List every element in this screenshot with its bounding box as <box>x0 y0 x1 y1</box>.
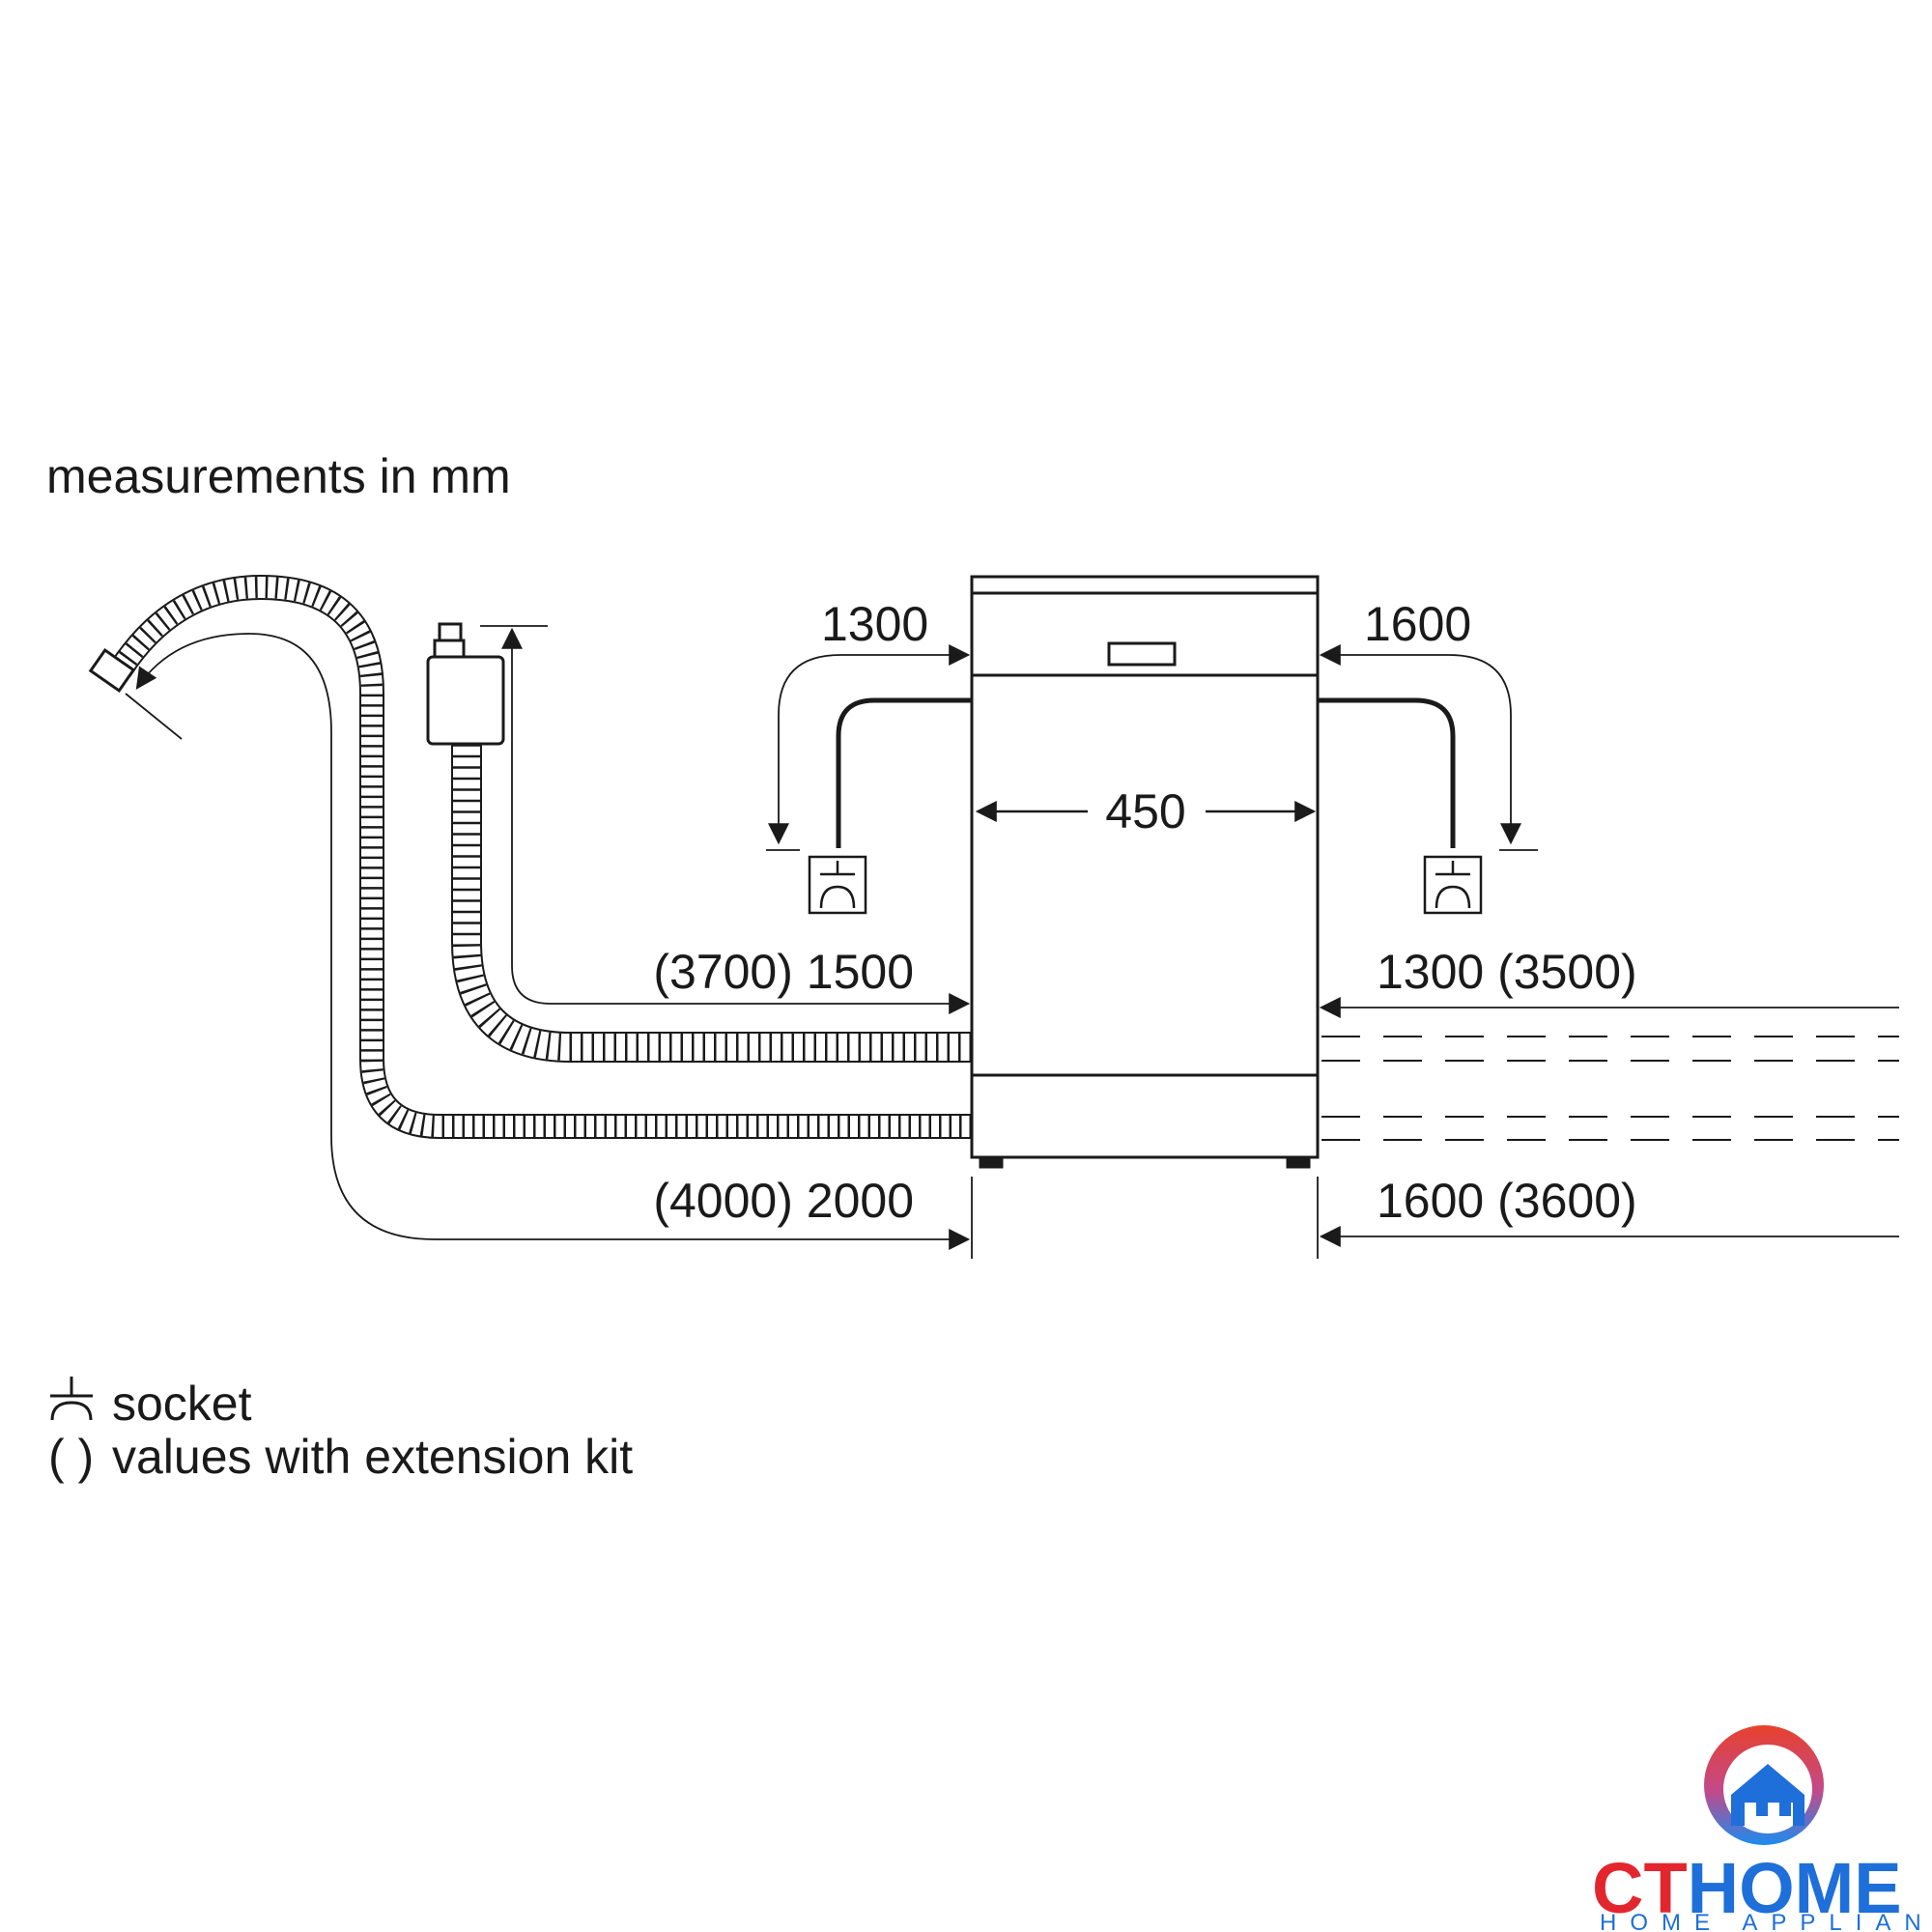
inlet-hose-right-value: 1300 (3500) <box>1377 945 1637 999</box>
legend-socket-icon <box>50 1377 93 1421</box>
legend-parentheses-label: values with extension kit <box>112 1430 633 1484</box>
drain-hose-right-dimension <box>1317 1177 1899 1259</box>
logo-tagline: HOME APPLIANCES <box>1600 1910 1932 1932</box>
right-hose-routes <box>1321 1036 1899 1141</box>
drain-hose-left-dimension <box>125 633 973 1259</box>
power-cord-left-dimension <box>766 644 971 851</box>
water-valve-icon <box>426 622 505 746</box>
drain-hose-left-value: (4000) 2000 <box>653 1174 914 1228</box>
power-cord-right-dimension <box>1319 644 1538 851</box>
inlet-hose <box>451 742 972 1063</box>
dishwasher-front-view <box>970 575 1320 1169</box>
inlet-hose-left-value: (3700) 1500 <box>653 945 914 999</box>
logo-wordmark: CTHOME <box>1592 1848 1902 1928</box>
cthome-logo: CTHOME HOME APPLIANCES <box>1592 1725 1932 1932</box>
power-cord-left-value: 1300 <box>821 597 928 651</box>
units-note: measurements in mm <box>46 449 511 503</box>
power-cord-left <box>836 697 972 848</box>
right-foot <box>1286 1155 1311 1169</box>
drain-hose-end-icon <box>88 647 136 694</box>
power-cord-right-value: 1600 <box>1364 597 1471 651</box>
control-panel-display <box>1107 641 1177 667</box>
drain-hose-right-value: 1600 (3600) <box>1377 1174 1637 1228</box>
legend-socket-label: socket <box>112 1377 252 1431</box>
left-foot <box>979 1155 1004 1169</box>
power-cord-right <box>1318 697 1456 848</box>
width-value: 450 <box>1105 784 1185 838</box>
house-logo-icon <box>1704 1725 1824 1845</box>
socket-left-icon <box>808 855 867 915</box>
legend-parentheses-symbol: ( ) <box>48 1430 94 1484</box>
socket-right-icon <box>1423 855 1483 915</box>
